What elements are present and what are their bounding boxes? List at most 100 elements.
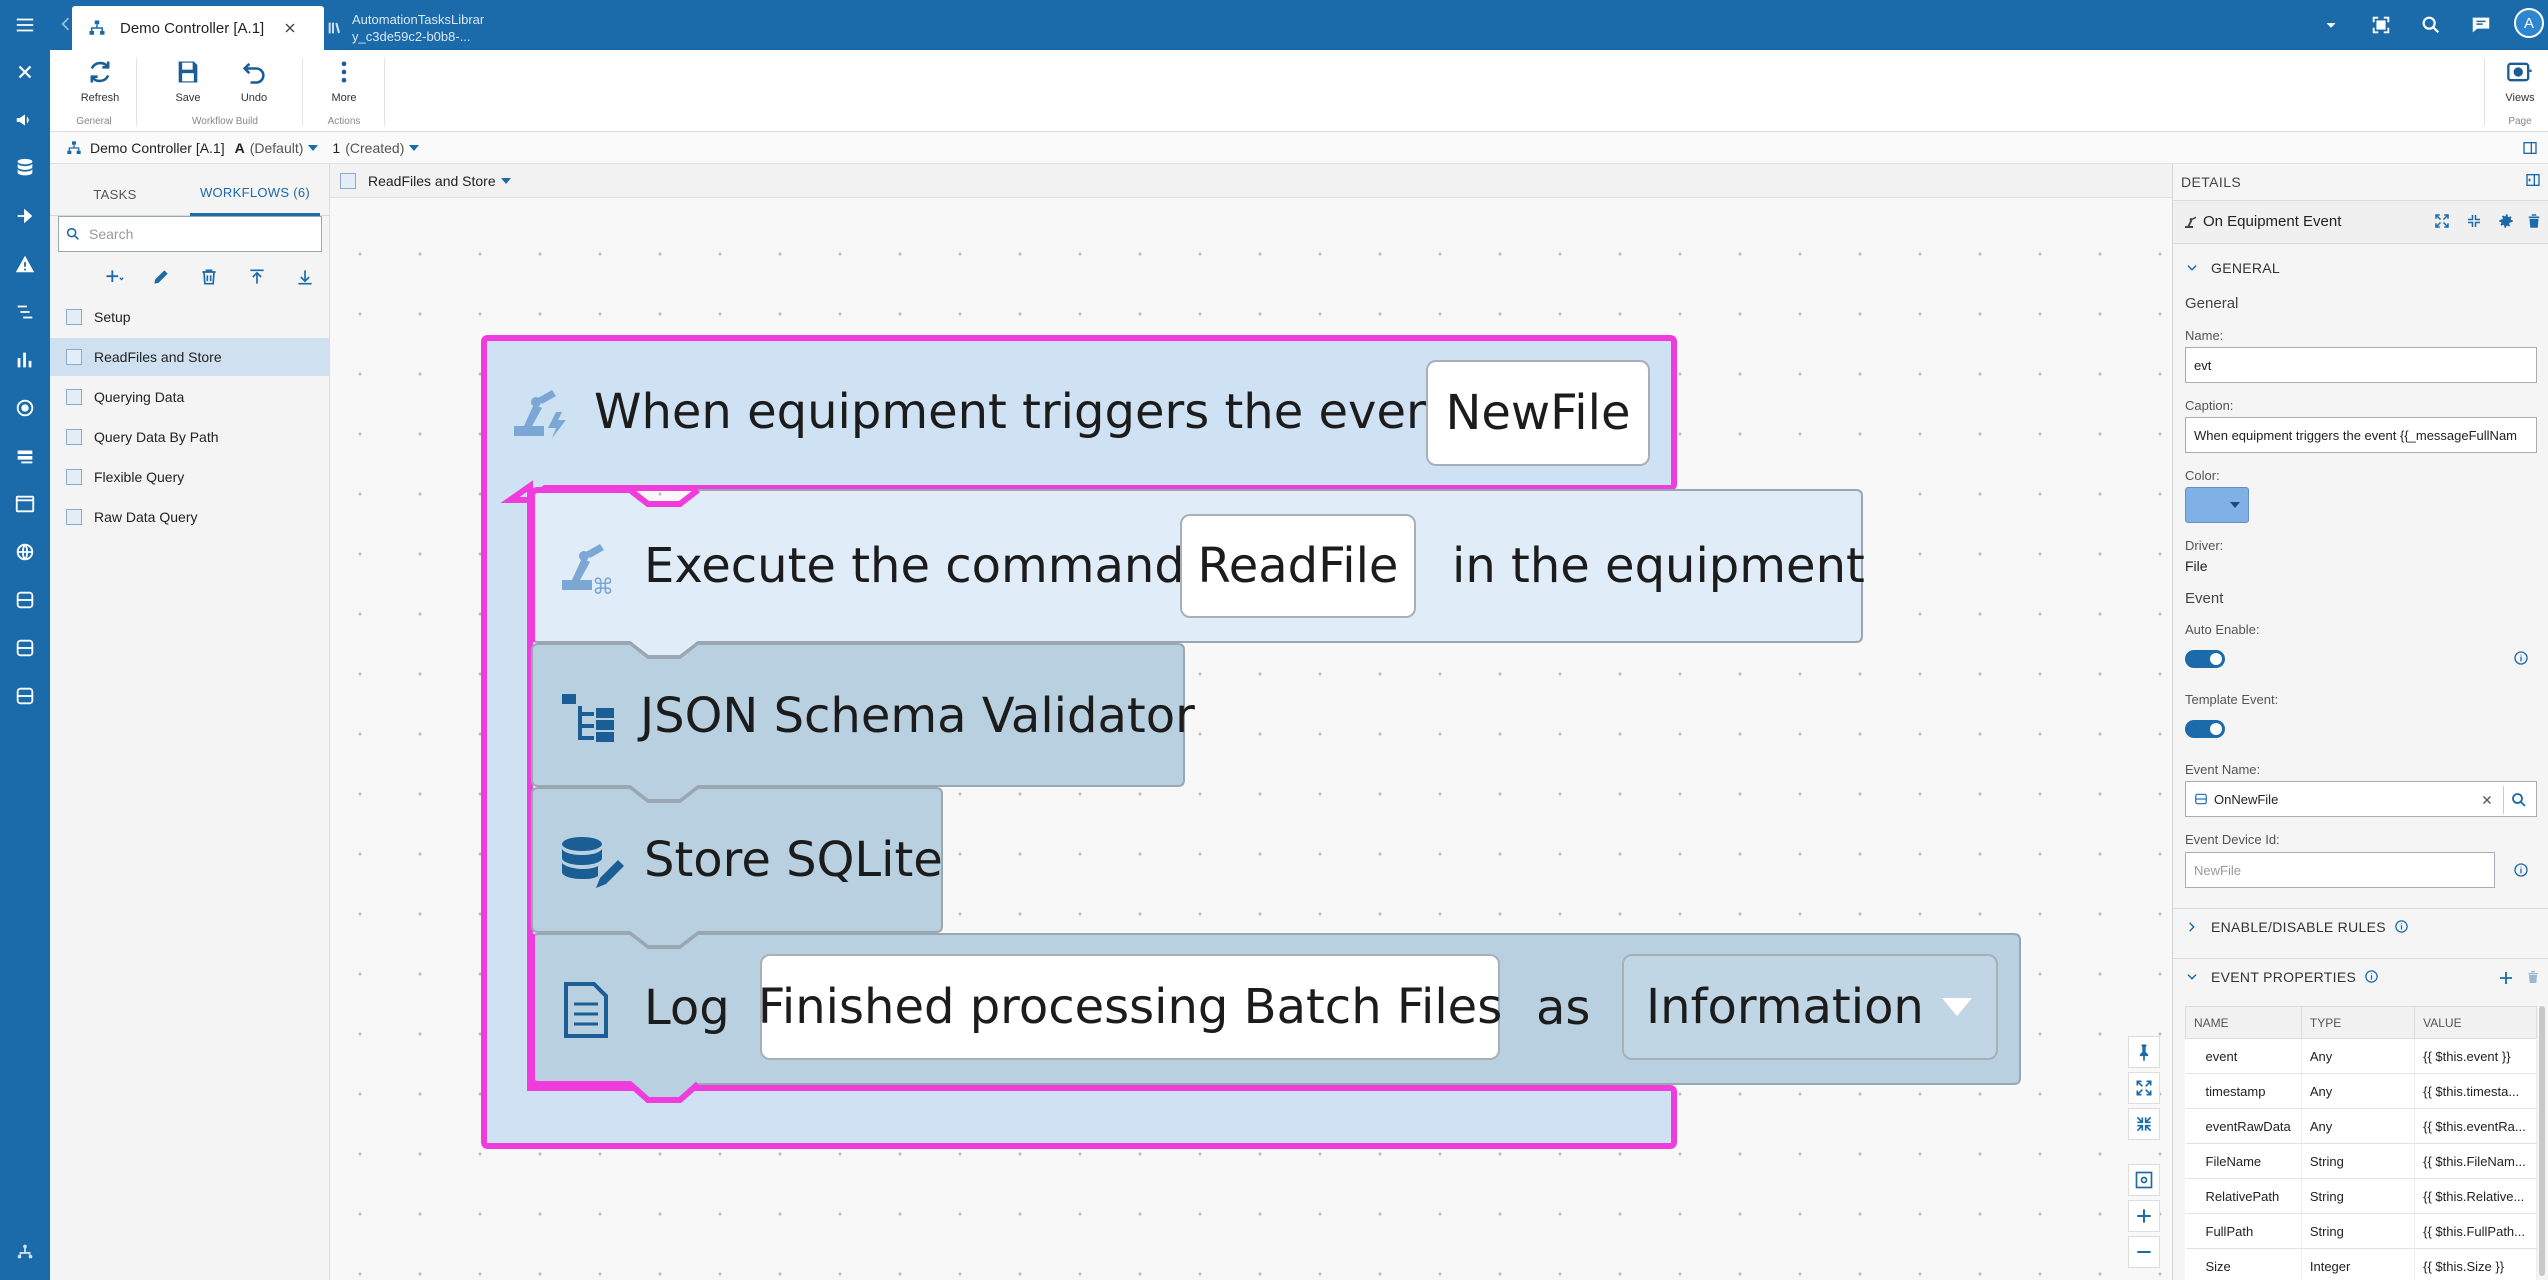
- add-workflow-button[interactable]: [92, 260, 136, 294]
- clear-icon[interactable]: [2480, 793, 2494, 807]
- auto-enable-toggle[interactable]: [2185, 650, 2225, 668]
- info-icon[interactable]: [2513, 650, 2529, 671]
- canvas-workflow-name[interactable]: ReadFiles and Store: [368, 172, 496, 189]
- target-icon[interactable]: [0, 388, 50, 428]
- bar-chart-icon[interactable]: [0, 340, 50, 380]
- column-header-type[interactable]: TYPE: [2300, 1006, 2416, 1039]
- database-icon[interactable]: [0, 148, 50, 188]
- avatar[interactable]: A: [2514, 8, 2544, 38]
- drive-icon[interactable]: [0, 628, 50, 668]
- json-validator-block[interactable]: [531, 643, 1185, 801]
- table-row[interactable]: event Any {{ $this.event }}: [2185, 1038, 2537, 1074]
- tab-tasks[interactable]: TASKS: [93, 186, 137, 202]
- workflow-item-querying-data[interactable]: Querying Data: [50, 378, 330, 416]
- workflow-checkbox[interactable]: [66, 469, 82, 485]
- views-button[interactable]: Views: [2496, 56, 2544, 112]
- workflow-item-flexible-query[interactable]: Flexible Query: [50, 458, 330, 496]
- delete-workflow-button[interactable]: [192, 260, 226, 294]
- alert-triangle-icon[interactable]: [0, 244, 50, 284]
- table-scrollbar[interactable]: [2539, 1006, 2545, 1276]
- version-default[interactable]: (Default): [249, 139, 304, 156]
- table-row[interactable]: eventRawData Any {{ $this.eventRa...: [2185, 1108, 2537, 1144]
- table-row[interactable]: timestamp Any {{ $this.timesta...: [2185, 1073, 2537, 1109]
- move-down-button[interactable]: [288, 260, 322, 294]
- globe-icon[interactable]: [0, 532, 50, 572]
- tab-close-icon[interactable]: [282, 20, 298, 36]
- info-icon[interactable]: [2394, 919, 2409, 934]
- megaphone-icon[interactable]: [0, 100, 50, 140]
- edit-workflow-button[interactable]: [144, 260, 178, 294]
- trash-icon[interactable]: [2525, 212, 2543, 235]
- table-row[interactable]: Size Integer {{ $this.Size }}: [2185, 1248, 2537, 1280]
- breadcrumb-controller[interactable]: Demo Controller [A.1]: [90, 139, 225, 156]
- fit-to-screen-button[interactable]: [2128, 1164, 2160, 1196]
- panel-toggle-icon[interactable]: [2522, 140, 2538, 156]
- zoom-in-button[interactable]: [2128, 1200, 2160, 1232]
- workflow-checkbox[interactable]: [66, 389, 82, 405]
- trash-icon[interactable]: [2525, 969, 2541, 985]
- event-name-field[interactable]: NewFile: [1426, 360, 1650, 466]
- move-up-button[interactable]: [240, 260, 274, 294]
- expand-all-button[interactable]: [2128, 1072, 2160, 1104]
- tab-automation-library[interactable]: AutomationTasksLibrar y_c3de59c2-b0b8-..…: [312, 6, 542, 50]
- general-section-header[interactable]: GENERAL: [2173, 250, 2548, 286]
- event-name-input[interactable]: OnNewFile: [2185, 781, 2537, 817]
- event-device-id-input[interactable]: NewFile: [2185, 852, 2495, 888]
- panel-collapse-icon[interactable]: [2525, 172, 2541, 193]
- close-icon[interactable]: [0, 52, 50, 92]
- fullscreen-icon[interactable]: [2366, 10, 2396, 40]
- tab-workflows[interactable]: WORKFLOWS (6): [190, 172, 320, 216]
- table-row[interactable]: FullPath String {{ $this.FullPath...: [2185, 1213, 2537, 1249]
- workflow-item-raw-data-query[interactable]: Raw Data Query: [50, 498, 330, 536]
- workflow-checkbox[interactable]: [66, 349, 82, 365]
- workflow-dropdown-icon[interactable]: [500, 177, 511, 184]
- zoom-out-button[interactable]: [2128, 1236, 2160, 1268]
- workflow-item-readfiles-and-store[interactable]: ReadFiles and Store: [50, 338, 330, 376]
- template-event-toggle[interactable]: [2185, 720, 2225, 738]
- workflow-checkbox[interactable]: [66, 309, 82, 325]
- caption-input[interactable]: When equipment triggers the event {{_mes…: [2185, 417, 2537, 453]
- workflow-checkbox[interactable]: [66, 429, 82, 445]
- info-icon[interactable]: [2513, 862, 2529, 883]
- stack-icon[interactable]: [0, 436, 50, 476]
- revision-state[interactable]: (Created): [345, 139, 405, 156]
- info-icon[interactable]: [2364, 969, 2379, 984]
- gear-icon[interactable]: [2497, 212, 2515, 235]
- name-input[interactable]: evt: [2185, 347, 2537, 383]
- expand-icon[interactable]: [2433, 212, 2451, 235]
- log-message-field[interactable]: Finished processing Batch Files: [758, 954, 1502, 1060]
- add-property-button[interactable]: [2497, 969, 2515, 987]
- search-field[interactable]: Search: [58, 216, 322, 252]
- column-header-name[interactable]: NAME: [2185, 1006, 2302, 1039]
- workflow-checkbox[interactable]: [340, 172, 356, 189]
- search-icon[interactable]: [2416, 10, 2446, 40]
- event-properties-header[interactable]: EVENT PROPERTIES: [2173, 958, 2548, 994]
- list-icon[interactable]: [0, 292, 50, 332]
- search-icon[interactable]: [2510, 791, 2528, 809]
- store-sqlite-block[interactable]: [531, 787, 943, 947]
- more-button[interactable]: More: [312, 56, 376, 112]
- column-header-value[interactable]: VALUE: [2414, 1006, 2537, 1039]
- collapse-icon[interactable]: [2465, 212, 2483, 235]
- drive-icon[interactable]: [0, 580, 50, 620]
- workflow-item-query-data-by-path[interactable]: Query Data By Path: [50, 418, 330, 456]
- tab-demo-controller[interactable]: Demo Controller [A.1]: [72, 6, 324, 50]
- command-name-field[interactable]: ReadFile: [1180, 514, 1416, 618]
- chevron-down-icon[interactable]: [2316, 10, 2346, 40]
- drive-icon[interactable]: [0, 676, 50, 716]
- revision-dropdown-icon[interactable]: [409, 144, 420, 151]
- table-row[interactable]: FileName String {{ $this.FileNam...: [2185, 1143, 2537, 1179]
- save-button[interactable]: Save: [156, 56, 220, 112]
- hamburger-menu-icon[interactable]: [0, 5, 50, 45]
- integration-icon[interactable]: [0, 196, 50, 236]
- network-icon[interactable]: [0, 1232, 50, 1272]
- table-row[interactable]: RelativePath String {{ $this.Relative...: [2185, 1178, 2537, 1214]
- collapse-all-button[interactable]: [2128, 1108, 2160, 1140]
- back-chevron-icon[interactable]: [56, 14, 76, 38]
- pin-tool-button[interactable]: [2128, 1036, 2160, 1068]
- log-level-dropdown[interactable]: Information: [1622, 954, 1998, 1060]
- workflow-item-setup[interactable]: Setup: [50, 298, 330, 336]
- color-picker-button[interactable]: [2185, 487, 2249, 523]
- undo-button[interactable]: Undo: [222, 56, 286, 112]
- enable-disable-rules-header[interactable]: ENABLE/DISABLE RULES: [2173, 908, 2548, 944]
